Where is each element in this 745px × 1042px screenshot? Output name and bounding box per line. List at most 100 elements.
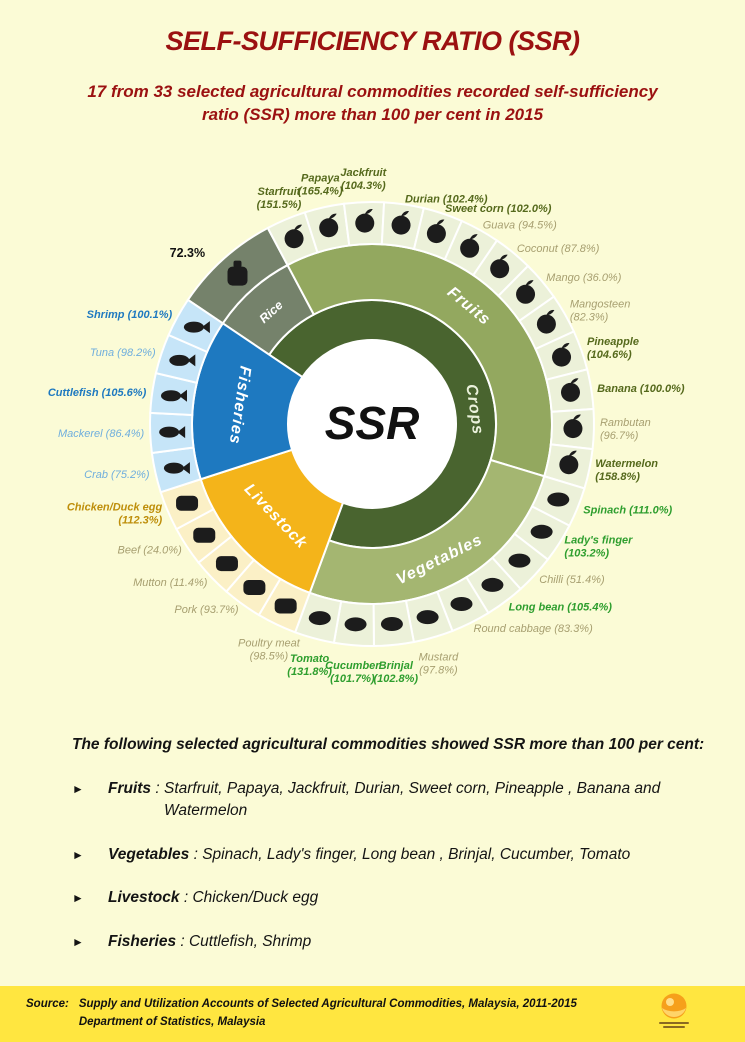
summary-separator: : [151, 780, 164, 797]
rice-sack-icon [227, 260, 248, 286]
starfruit-icon [284, 224, 304, 249]
summary-category-label: Livestock [108, 889, 180, 907]
rambutan-icon [563, 414, 583, 439]
bullet-arrow-icon: ► [72, 847, 84, 862]
label-mango: Mango (36.0%) [546, 272, 622, 284]
summary-intro: The following selected agricultural comm… [72, 736, 705, 753]
label-rice-ssr: 72.3% [170, 246, 205, 260]
center-ssr-label: SSR [325, 397, 420, 449]
source-label: Source: [26, 998, 69, 1011]
page-title: SELF-SUFFICIENCY RATIO (SSR) [165, 26, 580, 56]
label-pork: Pork (93.7%) [174, 604, 239, 616]
guava-icon [460, 234, 480, 258]
label-guava: Guava (94.5%) [483, 220, 557, 232]
chicken-duck-egg-icon [176, 495, 199, 511]
mango-icon [516, 280, 536, 304]
spinach-icon [547, 492, 570, 507]
summary-item-vegetables: ► Vegetables : Spinach, Lady's finger, Lo… [72, 844, 715, 866]
cuttlefish-icon [160, 389, 187, 402]
label-papaya: Papaya(165.4%) [298, 173, 343, 198]
poultry-meat-icon [274, 598, 297, 614]
label-banana: Banana (100.0%) [597, 383, 685, 395]
source-lines: Supply and Utilization Accounts of Selec… [79, 996, 577, 1032]
durian-icon [391, 210, 411, 235]
mustard-icon [416, 610, 439, 625]
label-rambutan: Rambutan(96.7%) [600, 417, 651, 442]
label-spinach: Spinach (111.0%) [583, 505, 672, 517]
summary-items: ► Fruits : Starfruit, Papaya, Jackfruit, … [72, 778, 715, 953]
summary-list-text: Chicken/Duck egg [192, 889, 319, 907]
label-jackfruit: Jackfruit(104.3%) [340, 167, 387, 192]
watermelon-icon [559, 450, 579, 475]
label-crab: Crab (75.2%) [84, 469, 150, 481]
chilli-icon [508, 553, 531, 568]
shrimp-icon [183, 321, 210, 334]
summary-separator: : [176, 932, 189, 950]
label-tomato: Tomato(131.8%) [287, 653, 332, 678]
summary-list-text: Starfruit, Papaya, Jackfruit, Durian, Sw… [163, 780, 661, 820]
label-durian: Durian (102.4%) [405, 193, 488, 205]
logo-highlight [666, 997, 674, 1006]
source-block: Source: Supply and Utilization Accounts … [26, 996, 577, 1032]
source-line-2: Department of Statistics, Malaysia [78, 1016, 266, 1028]
bullet-arrow-icon: ► [72, 891, 84, 906]
bullet-arrow-icon: ► [72, 934, 84, 949]
summary-category-label: Vegetables [108, 845, 190, 863]
source-line-1: Supply and Utilization Accounts of Selec… [78, 998, 577, 1011]
label-watermelon: Watermelon(158.8%) [595, 458, 658, 483]
summary-item-fruits: ► Fruits : Starfruit, Papaya, Jackfruit, … [72, 778, 715, 823]
tomato-icon [308, 611, 331, 626]
mackerel-icon [159, 426, 186, 439]
long-bean-icon [481, 577, 504, 592]
label-tuna: Tuna (98.2%) [90, 347, 156, 359]
summary-category-label: Fruits [108, 780, 152, 797]
summary-category-label: Fisheries [108, 932, 177, 950]
summary-list-text: Spinach, Lady's finger, Long bean , Brin… [202, 845, 631, 863]
label-coconut: Coconut (87.8%) [517, 243, 600, 255]
summary-list-text: Cuttlefish, Shrimp [188, 932, 312, 950]
label-cucumber: Cucumber(101.7%) [325, 660, 380, 685]
summary-item-fisheries: ► Fisheries : Cuttlefish, Shrimp [72, 931, 715, 953]
label-chicken-duck-egg: Chicken/Duck egg(112.3%) [67, 501, 163, 526]
label-brinjal: Brinjal(102.8%) [373, 660, 418, 685]
logo-text-line-2 [663, 1025, 685, 1028]
label-mackerel: Mackerel (86.4%) [58, 428, 145, 440]
pineapple-icon [552, 342, 572, 367]
sweet-corn-icon [426, 219, 446, 244]
summary-item-livestock: ► Livestock : Chicken/Duck egg [72, 887, 715, 909]
pork-icon [243, 580, 266, 595]
label-long-bean: Long bean (105.4%) [509, 602, 613, 614]
jackfruit-icon [355, 208, 375, 233]
summary-separator: : [179, 889, 193, 907]
dosm-logo [651, 991, 697, 1038]
summary-section: The following selected agricultural comm… [72, 736, 715, 974]
mutton-icon [215, 556, 238, 572]
beef-icon [193, 527, 216, 543]
label-pineapple: Pineapple(104.6%) [587, 336, 639, 361]
crops-band-label: Crops [462, 383, 486, 436]
logo-text-line-1 [659, 1021, 689, 1024]
source-footer: Source: Supply and Utilization Accounts … [0, 986, 745, 1042]
ladys-finger-icon [530, 524, 553, 539]
label-starfruit: Starfruit(151.5%) [257, 186, 302, 211]
label-beef: Beef (24.0%) [118, 545, 183, 557]
label-poultry-meat: Poultry meat(98.5%) [238, 638, 301, 663]
cucumber-icon [344, 617, 367, 632]
bullet-arrow-icon: ► [72, 782, 84, 796]
label-round-cabbage: Round cabbage (83.3%) [474, 623, 594, 635]
crab-icon [163, 462, 190, 475]
tuna-icon [169, 354, 196, 367]
label-mangosteen: Mangosteen(82.3%) [570, 299, 631, 324]
logo-swoosh [662, 1007, 686, 1017]
summary-separator: : [189, 845, 203, 863]
label-mustard: Mustard(97.8%) [419, 652, 460, 677]
donut-center [288, 340, 456, 508]
papaya-icon [319, 213, 339, 238]
page-subtitle: 17 from 33 selected agricultural commodi… [87, 82, 658, 125]
label-chilli: Chilli (51.4%) [539, 574, 605, 586]
label-mutton: Mutton (11.4%) [133, 577, 208, 589]
label-sweet-corn: Sweet corn (102.0%) [445, 203, 552, 215]
label-lady-s-finger: Lady's finger(103.2%) [564, 534, 633, 559]
